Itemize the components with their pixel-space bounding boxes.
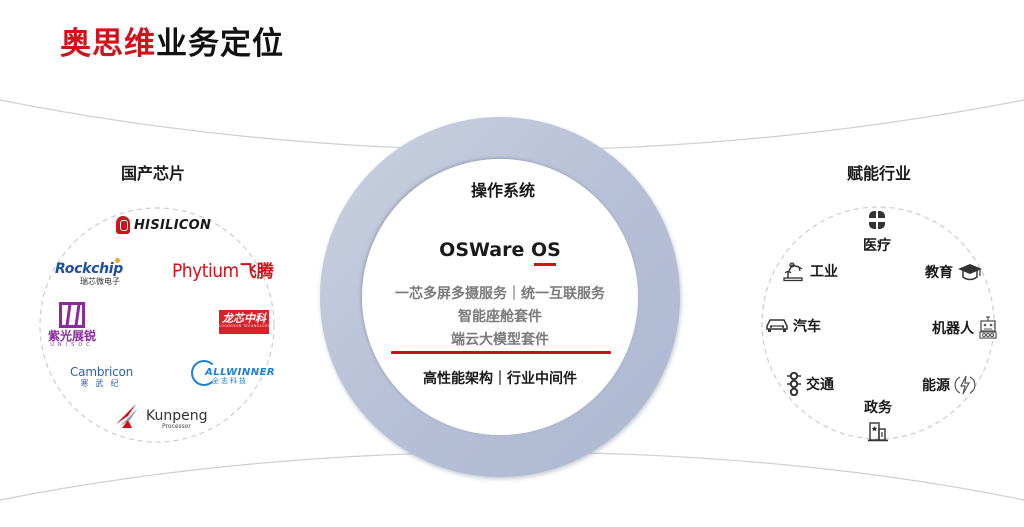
lightning-icon xyxy=(954,375,976,395)
medical-cross-icon xyxy=(869,211,885,229)
logo-phytium: Phytium 飞腾 xyxy=(172,260,274,282)
industry-automotive: 汽车 xyxy=(765,316,821,336)
os-heading: 操作系统 xyxy=(470,181,536,200)
car-icon xyxy=(766,319,788,332)
industries-heading: 赋能行业 xyxy=(846,164,912,183)
traffic-light-icon xyxy=(787,372,801,396)
product-name: OSWare OS xyxy=(439,239,561,261)
logo-cambricon: Cambricon 寒武纪 xyxy=(70,365,134,388)
logo-unisoc: 紫光展锐 UNISOC xyxy=(48,302,96,348)
industry-robotics: 机器人 xyxy=(932,316,998,340)
industry-government: 政务 xyxy=(864,397,892,442)
rockchip-dot-icon xyxy=(115,258,120,263)
government-building-icon xyxy=(868,422,888,442)
chips-heading: 国产芯片 xyxy=(120,164,186,183)
industry-transportation: 交通 xyxy=(786,372,834,396)
unisoc-mark-icon xyxy=(59,302,85,328)
feature-3: 端云大模型套件 xyxy=(451,332,549,348)
industry-education: 教育 xyxy=(925,262,983,282)
foundation-line: 高性能架构｜行业中间件 xyxy=(423,371,577,387)
industry-industrial: 工业 xyxy=(782,260,838,282)
logo-loongson: 龙芯中科 LOONGSON TECHNOLOGY xyxy=(219,310,270,334)
hisilicon-mark-icon xyxy=(116,216,130,234)
title-rest: 业务定位 xyxy=(156,26,284,62)
logo-allwinner: ALLWINNER 全志科技 xyxy=(191,360,275,386)
feature-1: 一芯多屏多摄服务｜统一互联服务 xyxy=(395,286,605,302)
graduation-cap-icon xyxy=(958,264,982,281)
industry-medical: 医疗 xyxy=(863,210,891,255)
logo-kunpeng: Kunpeng Processor xyxy=(114,402,208,430)
page-title: 奥思维业务定位 xyxy=(60,18,284,63)
product-underline xyxy=(534,263,556,266)
logo-hisilicon: HISILICON xyxy=(116,216,211,234)
feature-2: 智能座舱套件 xyxy=(458,309,542,325)
red-divider xyxy=(391,351,611,354)
kunpeng-wing-icon xyxy=(116,404,138,428)
industry-energy: 能源 xyxy=(922,374,976,396)
logo-rockchip: Rockchip 瑞芯微电子 xyxy=(55,258,123,286)
robot-icon xyxy=(979,316,997,339)
allwinner-ring-icon xyxy=(191,360,217,386)
title-highlight: 奥思维 xyxy=(60,26,156,62)
robot-arm-icon xyxy=(783,262,803,282)
